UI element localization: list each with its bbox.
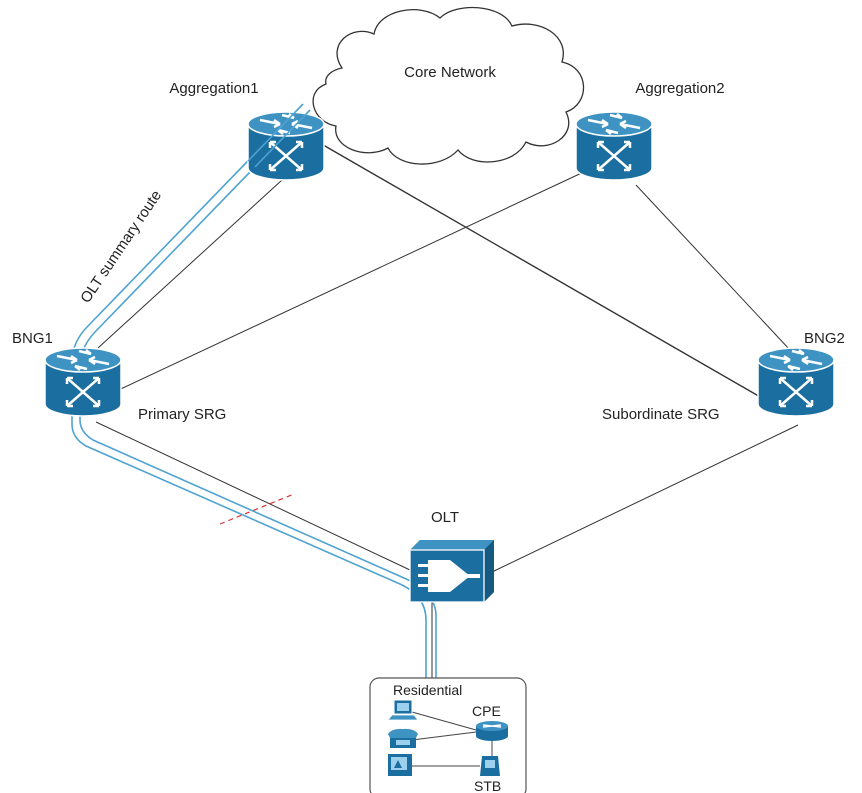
summary-route-overlay: [247, 103, 311, 168]
core-network-label: Core Network: [404, 64, 496, 81]
aggregation1-label: Aggregation1: [169, 80, 258, 97]
olt-summary-route-label: OLT summary route: [77, 187, 165, 306]
olt-label: OLT: [431, 509, 459, 526]
link-agg2-bng2: [635, 184, 791, 351]
bng2-label: BNG2: [804, 330, 845, 347]
link-bng2-olt: [491, 424, 799, 573]
link-bng1-olt: [95, 421, 411, 571]
link-failure-mark: [219, 493, 295, 525]
bng2-router-icon[interactable]: [756, 346, 836, 418]
summary-route: [71, 103, 437, 680]
link-agg1-bng1: [97, 179, 283, 349]
cloud-icon: [312, 6, 585, 165]
phone-icon: [388, 728, 418, 748]
residential-label: Residential: [393, 682, 462, 698]
cpe-label: CPE: [472, 703, 501, 719]
bng1-router-icon[interactable]: [43, 346, 123, 418]
aggregation2-router-icon[interactable]: [574, 110, 654, 182]
link-agg1-bng2: [317, 141, 763, 399]
cpe-router-icon: [476, 721, 508, 741]
primary-srg-label: Primary SRG: [138, 406, 226, 423]
tv-icon: [388, 754, 412, 776]
computer-icon: [387, 699, 419, 721]
link-agg2-bng1: [109, 169, 589, 395]
stb-icon: [480, 756, 500, 776]
stb-label: STB: [474, 778, 501, 793]
residential-box: Residential: [369, 677, 527, 793]
bng1-label: BNG1: [12, 330, 53, 347]
olt-icon[interactable]: [409, 540, 494, 603]
subordinate-srg-label: Subordinate SRG: [602, 406, 720, 423]
aggregation2-label: Aggregation2: [635, 80, 724, 97]
links: [95, 141, 799, 680]
